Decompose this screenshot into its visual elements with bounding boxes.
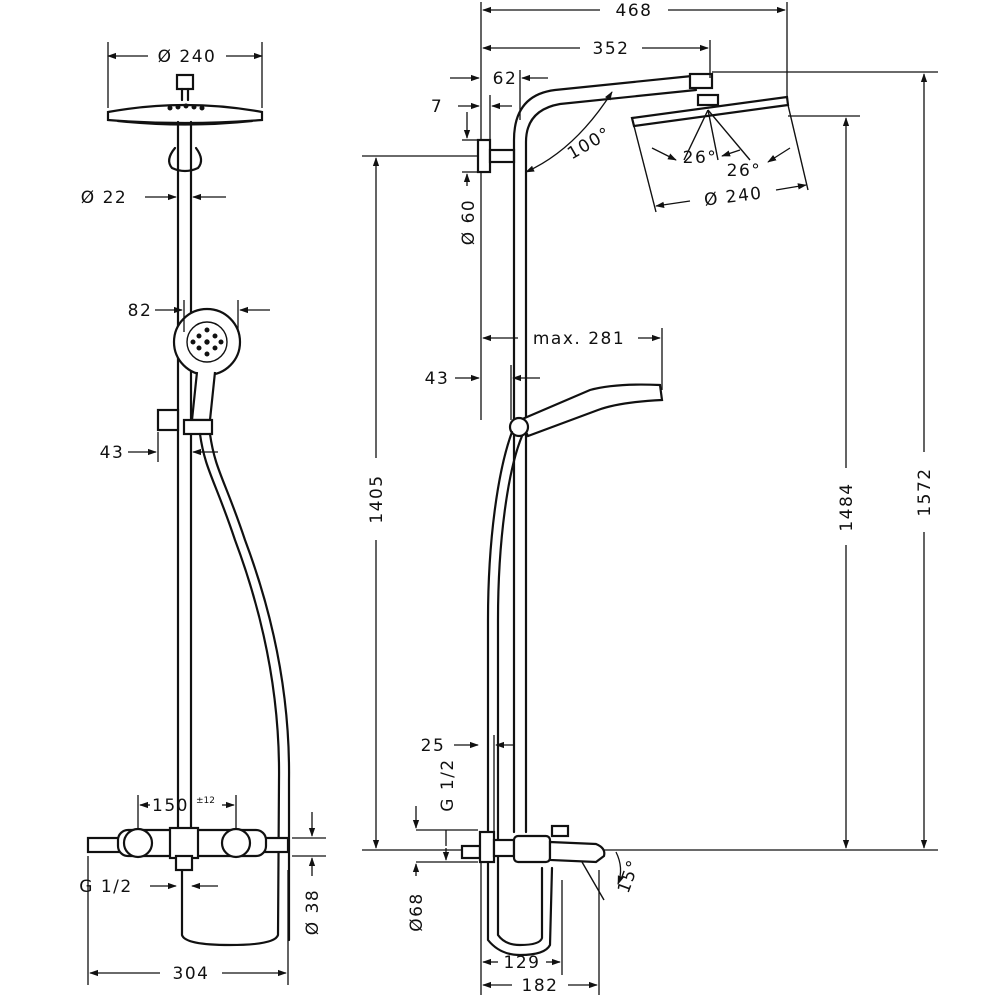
dim-front-connection-spacing: 150 ±12 bbox=[137, 795, 237, 830]
label-side-spout-depth-inner: 129 bbox=[504, 953, 541, 973]
dim-side-head-height: 1484 bbox=[604, 115, 938, 851]
label-front-mixer-diameter: Ø 38 bbox=[303, 889, 323, 935]
label-side-head-diameter: Ø 240 bbox=[703, 184, 764, 211]
front-thermostat-mixer-icon bbox=[86, 826, 290, 872]
dim-front-inlet-thread: G 1/2 bbox=[79, 877, 218, 897]
side-thermostat-mixer-icon bbox=[460, 824, 606, 901]
dim-side-bracket-diameter: Ø 60 bbox=[459, 112, 479, 245]
dim-side-inlet-thread: G 1/2 bbox=[412, 758, 478, 863]
label-side-arm-length: 352 bbox=[593, 39, 630, 59]
label-front-connection-spacing: 150 bbox=[152, 796, 189, 816]
label-side-spout-angle: 15° bbox=[614, 857, 645, 896]
dim-side-handshower-reach: max. 281 bbox=[480, 172, 663, 420]
label-side-total-reach: 468 bbox=[616, 1, 653, 21]
dim-side-bracket-height: 1405 bbox=[362, 155, 478, 851]
side-wall-bracket-icon bbox=[476, 138, 516, 174]
label-side-inlet-thread: G 1/2 bbox=[438, 758, 458, 811]
dim-side-spout-depth-outer: 182 bbox=[482, 870, 600, 996]
label-side-spout-depth-outer: 182 bbox=[522, 976, 559, 996]
label-side-spray-angle-left: 26° bbox=[683, 148, 718, 168]
label-side-bracket-offset: 7 bbox=[431, 97, 443, 117]
label-side-spray-angle-right: 26° bbox=[727, 161, 762, 181]
dim-side-bracket-offset: 7 bbox=[431, 95, 512, 140]
front-rail-bracket-icon bbox=[168, 146, 203, 173]
dim-side-total-reach: 468 bbox=[480, 1, 788, 140]
label-front-holder-offset: 43 bbox=[100, 443, 125, 463]
dim-front-rail-diameter: Ø 22 bbox=[81, 188, 226, 208]
label-side-head-height: 1484 bbox=[837, 482, 857, 531]
label-side-escutcheon-diameter: Ø68 bbox=[407, 892, 427, 932]
front-view: Ø 240 Ø 22 82 43 150 bbox=[79, 42, 326, 985]
label-front-rail-diameter: Ø 22 bbox=[81, 188, 127, 208]
label-side-handshower-reach: max. 281 bbox=[533, 329, 625, 349]
dim-side-escutcheon-diameter: Ø68 bbox=[407, 848, 450, 932]
label-front-inlet-thread: G 1/2 bbox=[79, 877, 132, 897]
dim-side-spray-angles: 26° 26° bbox=[651, 109, 791, 181]
dim-side-spout-angle: 15° bbox=[614, 851, 645, 896]
dim-front-mixer-diameter: Ø 38 bbox=[292, 812, 326, 935]
dim-side-holder-offset: 43 bbox=[425, 365, 540, 420]
dim-side-arm-length: 352 bbox=[482, 39, 711, 78]
dim-side-pipe-offset: 25 bbox=[421, 735, 514, 840]
side-hand-shower-icon bbox=[508, 383, 664, 438]
label-front-head-diameter: Ø 240 bbox=[158, 47, 217, 67]
label-side-bracket-depth: 62 bbox=[493, 69, 518, 89]
label-side-holder-offset: 43 bbox=[425, 369, 450, 389]
label-front-connection-tolerance: ±12 bbox=[196, 796, 215, 806]
front-hand-shower-icon bbox=[172, 307, 242, 422]
side-shower-hose bbox=[486, 430, 554, 957]
dim-front-head-diameter: Ø 240 bbox=[107, 42, 263, 108]
side-view: 468 352 62 7 Ø 60 bbox=[362, 1, 938, 996]
label-side-bracket-height: 1405 bbox=[367, 474, 387, 523]
front-shower-holder-icon bbox=[156, 408, 214, 436]
dim-side-spout-depth-inner: 129 bbox=[480, 862, 563, 995]
dim-front-overall-width: 304 bbox=[87, 856, 289, 985]
dim-side-total-height: 1572 bbox=[712, 71, 938, 849]
front-overhead-shower-icon bbox=[106, 73, 264, 126]
front-riser-rail bbox=[176, 120, 193, 834]
label-side-arm-angle: 100° bbox=[564, 123, 615, 164]
side-riser-and-arm bbox=[512, 72, 714, 834]
front-shower-hose bbox=[180, 432, 281, 947]
dim-front-holder-offset: 43 bbox=[100, 432, 218, 463]
label-side-pipe-offset: 25 bbox=[421, 736, 446, 756]
dim-front-handshower-width: 82 bbox=[128, 300, 270, 332]
label-front-handshower-width: 82 bbox=[128, 301, 153, 321]
label-side-total-height: 1572 bbox=[915, 467, 935, 516]
label-front-overall-width: 304 bbox=[173, 964, 210, 984]
label-side-bracket-diameter: Ø 60 bbox=[459, 199, 479, 245]
dim-side-bracket-depth: 62 bbox=[450, 69, 548, 120]
